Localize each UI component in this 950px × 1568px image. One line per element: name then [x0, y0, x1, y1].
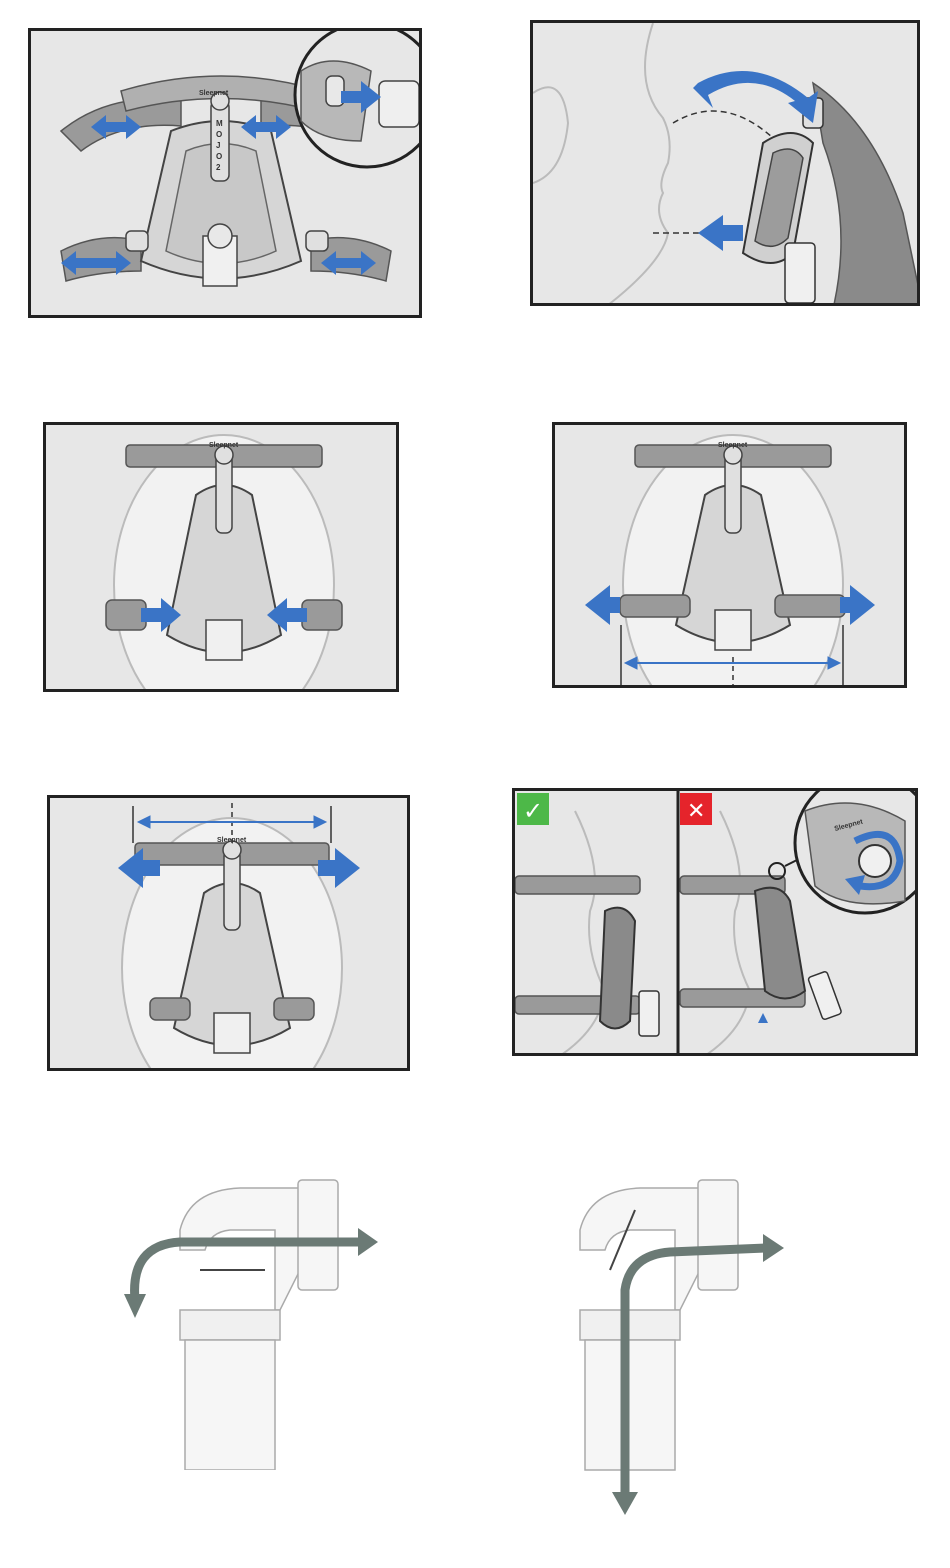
elbow-airflow-exhale — [110, 1170, 410, 1470]
panel-side-profile — [530, 20, 920, 306]
fit-comparison-illustration: ✓ ✕ Sleepnet — [515, 791, 918, 1056]
frame-letter-5: 2 — [216, 163, 221, 172]
panel-fit-check: ✓ ✕ Sleepnet — [512, 788, 918, 1056]
front-face-upper-strap-illustration: Sleepnet — [50, 798, 410, 1071]
correct-fit-illustration — [515, 811, 659, 1056]
cross-icon: ✕ — [687, 799, 705, 824]
elbow-airflow-inhale — [560, 1170, 860, 1520]
frame-letter-3: J — [216, 141, 220, 150]
check-icon: ✓ — [523, 797, 543, 825]
brand-label: Sleepnet — [199, 90, 229, 97]
panel-clip-attach: Sleepnet — [43, 422, 399, 692]
headgear-illustration: Sleepnet M O J O 2 — [31, 31, 422, 318]
panel-upper-strap-adjust: Sleepnet — [47, 795, 410, 1071]
front-face-clip-illustration: Sleepnet — [46, 425, 399, 692]
panel-lower-strap-adjust: Sleepnet — [552, 422, 907, 688]
inset-rotate-detail: Sleepnet — [769, 791, 918, 913]
frame-letter-2: O — [216, 130, 222, 139]
frame-letter-1: M — [216, 119, 223, 128]
panel-headgear-adjust: Sleepnet M O J O 2 — [28, 28, 422, 318]
profile-illustration — [533, 23, 920, 306]
brand-label-3: Sleepnet — [718, 442, 748, 449]
inset-clip-detail — [295, 31, 422, 167]
front-face-lower-strap-illustration: Sleepnet — [555, 425, 907, 688]
brand-label-2: Sleepnet — [209, 442, 239, 449]
frame-letter-4: O — [216, 152, 222, 161]
